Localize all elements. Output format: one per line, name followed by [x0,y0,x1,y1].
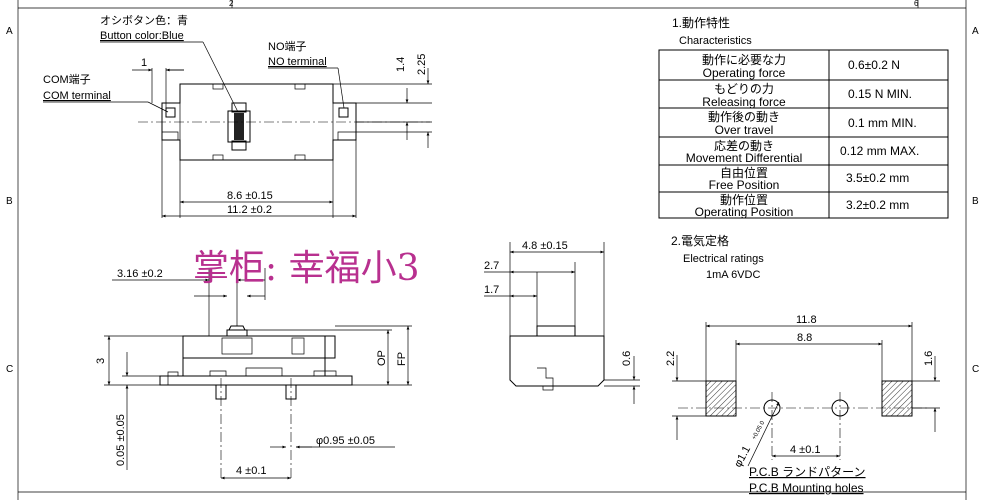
row-value: 3.2±0.2 mm [846,198,909,212]
dim-1: 1 [141,57,147,69]
electrical-title-jp: 2.電気定格 [671,233,729,248]
table-row: 動作に必要な力 Operating force 0.6±0.2 N [702,53,900,80]
label-fp: FP [396,352,408,366]
pcb-dim-11-8: 11.8 [796,314,817,326]
row-label-en: Free Position [709,178,780,192]
pcb-dim-hole-tol: +0.05 0 [751,420,766,441]
electrical-rating: 1mA 6VDC [706,269,760,281]
characteristics-table: 動作に必要な力 Operating force 0.6±0.2 N もどりの力 … [658,49,949,219]
dim-0-6: 0.6 [621,351,633,366]
com-terminal-en: COM terminal [43,90,111,102]
table-row: もどりの力 Releasing force 0.15 N MIN. [702,82,912,109]
dim-2-25: 2.25 [416,54,428,75]
row-mark-c-left: C [6,364,13,375]
row-label-en: Operating Position [695,205,794,219]
dim-2-7: 2.7 [484,260,499,272]
table-row: 動作位置 Operating Position 3.2±0.2 mm [695,192,910,219]
pcb-dim-1-6: 1.6 [923,351,935,366]
pcb-caption-jp: P.C.B ランドパターン [749,465,866,479]
button-color-en: Button color:Blue [100,30,184,42]
no-terminal-en: NO terminal [268,56,327,68]
table-row: 自由位置 Free Position 3.5±0.2 mm [709,165,910,192]
drawing-frame: A B C A B C 2 6 [6,0,979,500]
row-label-jp: 自由位置 [720,165,768,180]
row-label-en: Movement Differential [686,151,803,165]
dim-4-8: 4.8 ±0.15 [522,240,568,252]
no-terminal-jp: NO端子 [268,40,307,53]
row-label-en: Over travel [715,123,774,137]
row-label-en: Releasing force [702,95,786,109]
row-label-jp: 応差の動き [714,139,774,153]
row-value: 0.6±0.2 N [848,58,900,72]
dim-0-05: 0.05 ±0.05 [115,414,127,466]
watermark: 掌柜: 幸福小3 [193,248,419,289]
row-mark-a-left: A [6,26,13,37]
row-label-jp: もどりの力 [714,82,774,96]
button-color-jp: オシボタン色：青 [100,13,188,27]
pcb-pad-left [705,380,737,417]
com-terminal-jp: COM端子 [43,73,91,86]
label-op: OP [376,350,388,366]
table-row: 動作後の動き Over travel 0.1 mm MIN. [708,110,917,137]
row-value: 0.1 mm MIN. [848,116,917,130]
row-label-jp: 動作後の動き [708,110,780,124]
dim-3: 3 [95,358,107,364]
characteristics-title-en: Characteristics [679,35,752,47]
dim-pin-diameter: φ0.95 ±0.05 [316,435,375,447]
pcb-dim-8-8: 8.8 [797,332,812,344]
pcb-dim-2-2: 2.2 [665,351,677,366]
dim-3-16: 3.16 ±0.2 [117,268,163,280]
pcb-pad-right [881,380,913,417]
row-value: 0.12 mm MAX. [840,144,919,158]
row-mark-b-left: B [6,196,13,207]
row-mark-c-right: C [972,364,979,375]
col-mark-6: 6 [914,0,919,8]
row-value: 0.15 N MIN. [848,87,912,101]
col-mark-2: 2 [229,0,234,8]
pcb-pattern: 11.8 8.8 2.2 1.6 φ1.1 +0.05 0 4 ±0.1 P.C… [665,314,940,495]
dim-11-2: 11.2 ±0.2 [227,204,272,216]
row-label-en: Operating force [703,66,786,80]
top-view: 1 1.4 2.25 8.6 ±0.15 11.2 ±0.2 [132,54,432,218]
pcb-caption-en: P.C.B Mounting holes [749,481,864,495]
table-row: 応差の動き Movement Differential 0.12 mm MAX. [686,139,920,165]
dim-4-pins: 4 ±0.1 [236,465,267,477]
characteristics-title-jp: 1.動作特性 [672,15,730,30]
row-mark-a-right: A [972,26,979,37]
row-label-jp: 動作位置 [720,192,768,207]
electrical-section: 2.電気定格 Electrical ratings 1mA 6VDC [671,233,764,281]
pcb-dim-4: 4 ±0.1 [790,444,821,456]
row-label-jp: 動作に必要な力 [702,53,786,67]
dim-8-6: 8.6 ±0.15 [227,190,273,202]
electrical-title-en: Electrical ratings [683,253,764,265]
front-view: 3.16 ±0.2 3 0.05 ±0.05 OP FP φ0.95 ±0.05… [95,268,412,480]
row-value: 3.5±0.2 mm [846,171,909,185]
dim-1-4: 1.4 [395,57,407,72]
row-mark-b-right: B [972,196,979,207]
dim-1-7: 1.7 [484,284,499,296]
side-view: 4.8 ±0.15 2.7 1.7 0.6 [484,240,640,404]
characteristics-section: 1.動作特性 Characteristics 動作に必要な力 Operating… [658,15,949,219]
callouts: オシボタン色：青 Button color:Blue NO端子 NO termi… [43,13,345,113]
